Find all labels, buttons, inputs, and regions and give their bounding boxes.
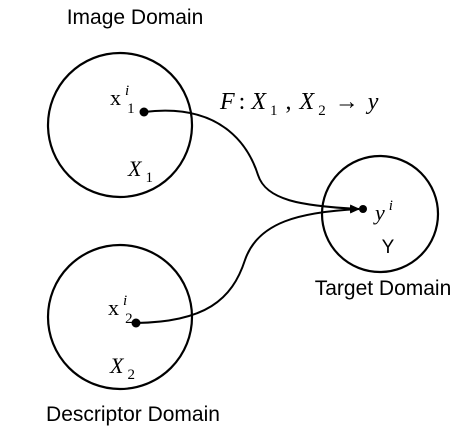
descriptor-point-label: x i 2 [108,292,133,327]
descriptor-to-target-arrow [135,205,360,324]
target-set-label: Y [382,237,395,258]
image-point-label: x i 1 [110,82,135,117]
mapping-function-label: F : X 1 , X 2 → y [219,89,379,119]
descriptor-domain-label: Descriptor Domain [46,403,220,426]
target-domain-circle [320,154,440,274]
descriptor-set-label: X 2 [109,353,135,383]
image-set-label: X 1 [127,156,153,186]
descriptor-domain-circle [46,243,194,391]
image-to-target-arrow [143,109,360,213]
target-point-label: y i [373,198,393,225]
target-point-dot [359,205,367,213]
image-domain-circle [46,51,194,199]
target-domain-label: Target Domain [315,277,452,300]
image-domain-label: Image Domain [67,6,204,29]
